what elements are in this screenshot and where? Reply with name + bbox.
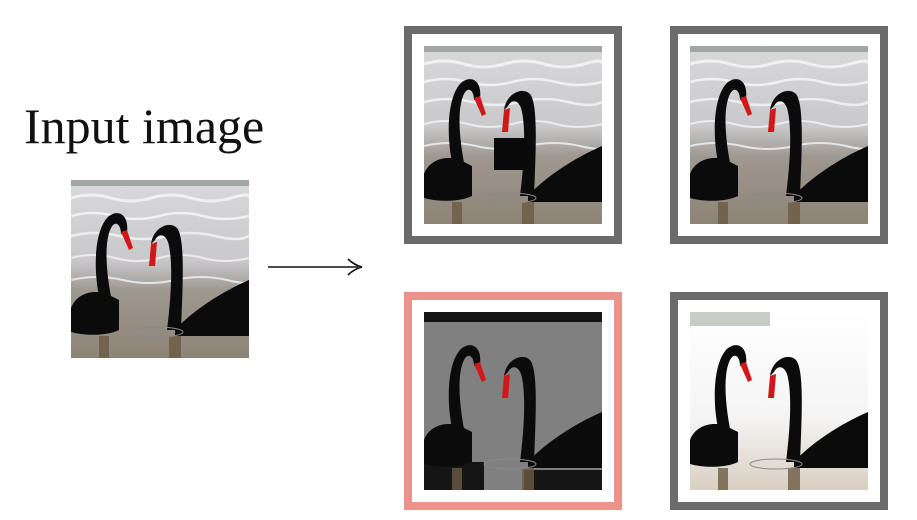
- input-image: [71, 180, 249, 358]
- swan-image-overexposed: [690, 312, 868, 490]
- variant-frame-posterized: [404, 292, 622, 510]
- variant-frame-overexposed: [670, 292, 888, 510]
- swan-image-original: [690, 46, 868, 224]
- input-image-title: Input image: [24, 98, 265, 154]
- swan-image-posterized: [424, 312, 602, 490]
- variant-frame-occluded: [404, 26, 622, 244]
- variant-frame-original: [670, 26, 888, 244]
- swan-image-occluded: [424, 46, 602, 224]
- right-arrow-icon: [268, 254, 364, 280]
